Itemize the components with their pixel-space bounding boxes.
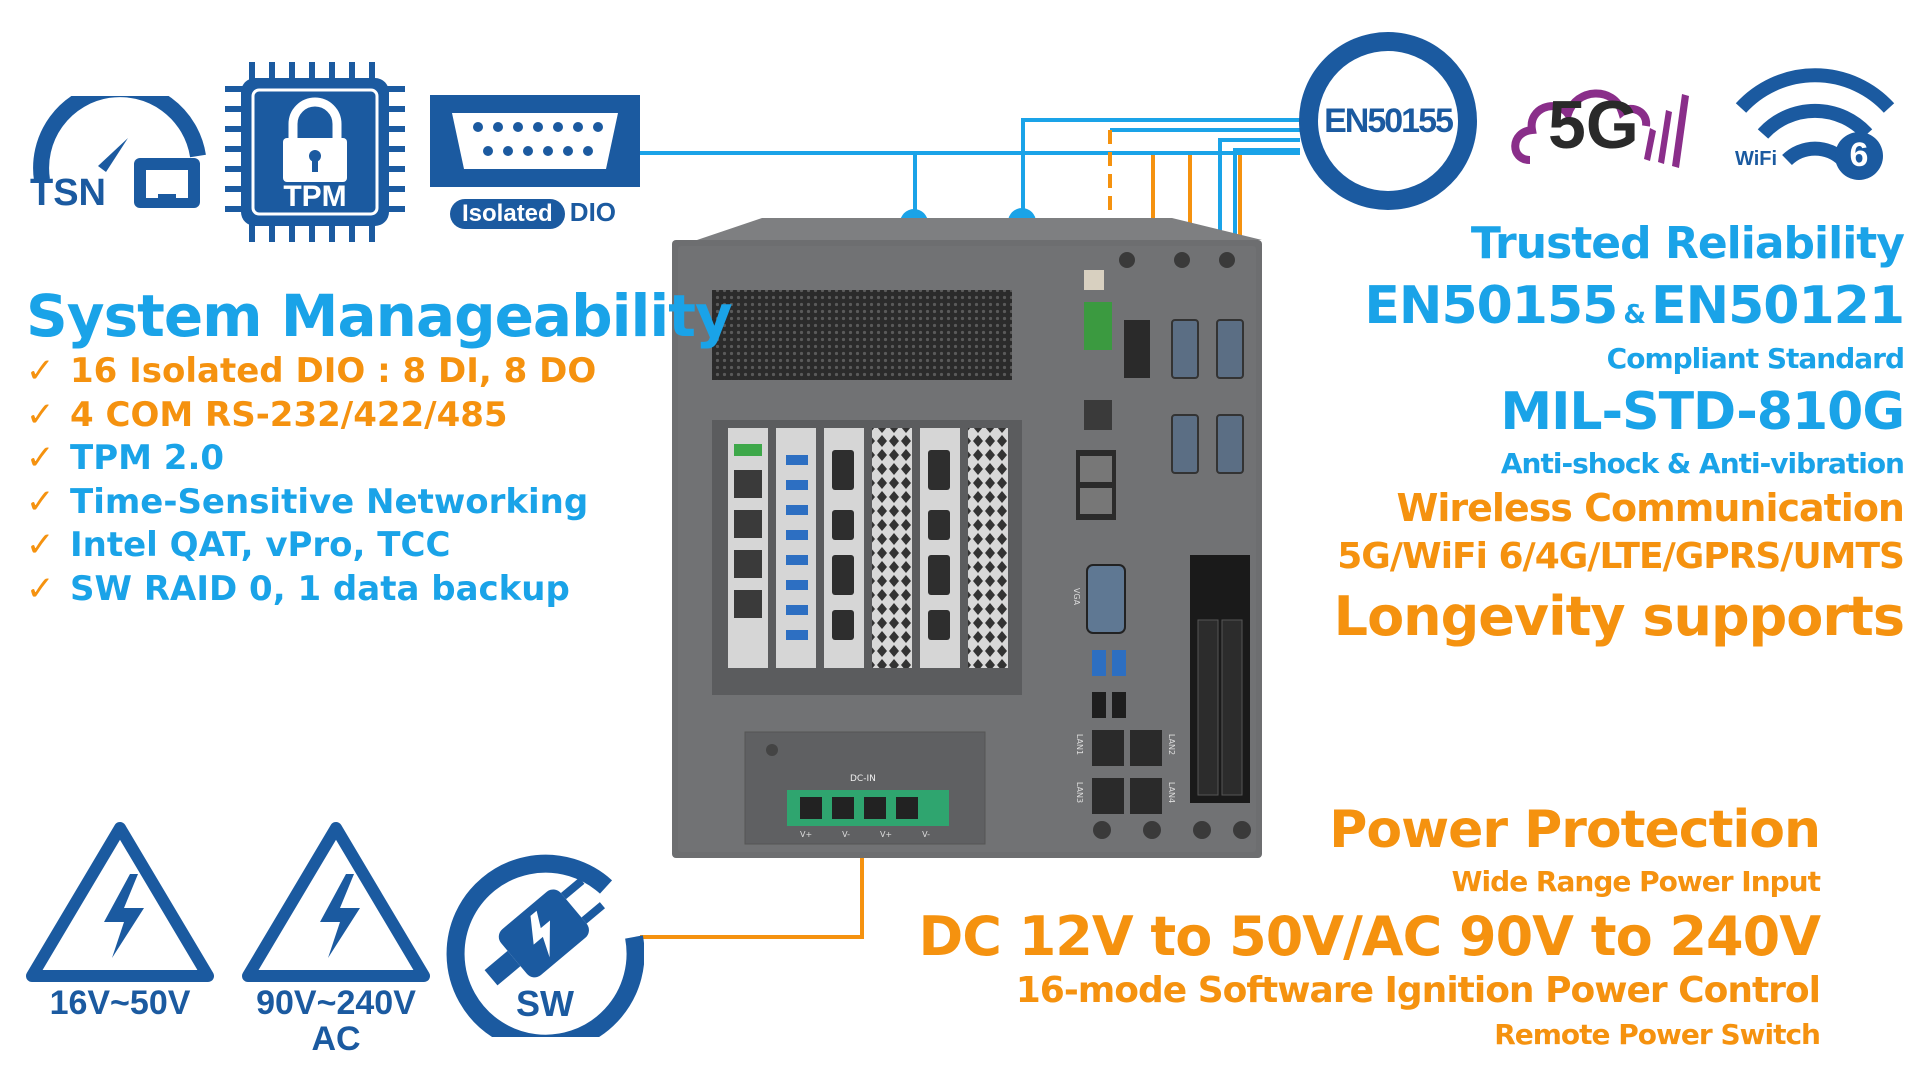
list-item-text: TPM 2.0 xyxy=(70,438,225,478)
check-icon: ✓ xyxy=(26,568,55,609)
check-icon: ✓ xyxy=(26,351,55,391)
en50155-seal-icon xyxy=(1299,32,1477,210)
tsn-badge: TSN xyxy=(28,81,208,216)
power-pin-labels: V+ V- V+ V- xyxy=(800,830,930,839)
5g-cloud-icon xyxy=(1511,89,1689,168)
dio-connector-icon xyxy=(430,95,640,187)
check-icon: ✓ xyxy=(26,438,55,478)
chassis-front-panel xyxy=(672,218,1262,858)
5g-label: 5G xyxy=(1548,87,1639,163)
lan3-label: LAN3 xyxy=(1075,781,1085,804)
embedded-computer: DC-IN VGA LAN1 LAN2 LAN3 LAN4 V+ V- V+ V… xyxy=(672,210,1262,858)
trusted-reliability-title: Trusted Reliability xyxy=(1470,218,1905,269)
list-item-text: Time-Sensitive Networking xyxy=(70,481,589,522)
pin-label: V+ xyxy=(879,830,893,839)
list-item: ✓ Time-Sensitive Networking xyxy=(26,481,596,525)
list-item-text: Intel QAT, vPro, TCC xyxy=(70,525,451,565)
list-item: ✓ Intel QAT, vPro, TCC xyxy=(26,524,596,568)
remote-switch-text: Remote Power Switch xyxy=(1494,1018,1821,1051)
5g-badge: 5G xyxy=(1510,68,1710,168)
tpm-chip-icon xyxy=(225,62,405,242)
en-standards: EN50155&EN50121 xyxy=(1364,276,1905,336)
isolated-dio-badge: Isolated DIO xyxy=(430,95,640,235)
en50121-text: EN50121 xyxy=(1651,276,1905,336)
wifi-6-label: 6 xyxy=(1849,136,1869,174)
system-manageability-title: System Manageability xyxy=(26,282,733,350)
ac-power-badge: 90V~240V AC xyxy=(240,822,432,1062)
wifi6-badge: WiFi 6 xyxy=(1735,52,1895,192)
en50155-label: EN50155 xyxy=(1324,102,1454,140)
wireless-list: 5G/WiFi 6/4G/LTE/GPRS/UMTS xyxy=(1337,536,1905,577)
list-item-text: 4 COM RS-232/422/485 xyxy=(70,394,508,435)
check-icon: ✓ xyxy=(26,525,55,565)
tsn-label: TSN xyxy=(30,172,106,214)
power-plug-icon xyxy=(446,854,645,1053)
isolated-dio-label: Isolated DIO xyxy=(450,197,616,229)
mil-std-text: MIL-STD-810G xyxy=(1500,382,1905,442)
wide-range-text: Wide Range Power Input xyxy=(1451,865,1821,898)
pin-label: V- xyxy=(922,830,930,839)
check-icon: ✓ xyxy=(26,394,55,435)
dc-warning-icon xyxy=(26,822,214,982)
vga-label: VGA xyxy=(1072,587,1082,606)
wifi-label: WiFi xyxy=(1735,148,1778,170)
lan2-label: LAN2 xyxy=(1167,733,1177,756)
system-feature-list: ✓ 16 Isolated DIO : 8 DI, 8 DO ✓ 4 COM RS-… xyxy=(26,350,596,611)
pin-label: V- xyxy=(842,830,851,839)
anti-shock-text: Anti-shock & Anti-vibration xyxy=(1500,447,1905,480)
dc-power-badge: 16V~50V xyxy=(26,822,214,1032)
power-range-text: DC 12V to 50V/AC 90V to 240V xyxy=(918,905,1821,968)
en50155-badge: EN50155 xyxy=(1297,30,1479,212)
power-protection-title: Power Protection xyxy=(1329,800,1821,860)
list-item: ✓ TPM 2.0 xyxy=(26,437,596,481)
tpm-badge: TPM xyxy=(225,62,405,242)
dc-in-label: DC-IN xyxy=(850,774,876,784)
wireless-title: Wireless Communication xyxy=(1396,486,1905,530)
list-item: ✓ 4 COM RS-232/422/485 xyxy=(26,394,596,438)
ignition-text: 16-mode Software Ignition Power Control xyxy=(1015,970,1821,1011)
isolated-pill: Isolated xyxy=(450,199,565,229)
dio-text: DIO xyxy=(569,197,617,227)
longevity-text: Longevity supports xyxy=(1333,585,1905,648)
ampersand: & xyxy=(1623,300,1646,330)
check-icon: ✓ xyxy=(26,481,55,522)
list-item-text: 16 Isolated DIO : 8 DI, 8 DO xyxy=(70,351,597,391)
lan1-label: LAN1 xyxy=(1075,733,1085,756)
list-item: ✓ 16 Isolated DIO : 8 DI, 8 DO xyxy=(26,350,596,394)
lan4-label: LAN4 xyxy=(1167,781,1177,804)
compliant-standard: Compliant Standard xyxy=(1606,342,1905,375)
wifi-icon xyxy=(1735,68,1895,180)
en50155-text: EN50155 xyxy=(1364,276,1618,336)
dc-range-label: 16V~50V xyxy=(49,984,191,1022)
ac-label: AC xyxy=(311,1020,361,1058)
ac-warning-icon xyxy=(242,822,430,982)
tpm-label: TPM xyxy=(283,180,347,213)
software-switch-badge: SW xyxy=(444,837,645,1053)
sw-label: SW xyxy=(516,983,574,1024)
list-item-text: SW RAID 0, 1 data backup xyxy=(70,568,570,609)
ac-range-label: 90V~240V xyxy=(256,984,416,1022)
pin-label: V+ xyxy=(800,830,813,839)
list-item: ✓ SW RAID 0, 1 data backup xyxy=(26,568,596,612)
